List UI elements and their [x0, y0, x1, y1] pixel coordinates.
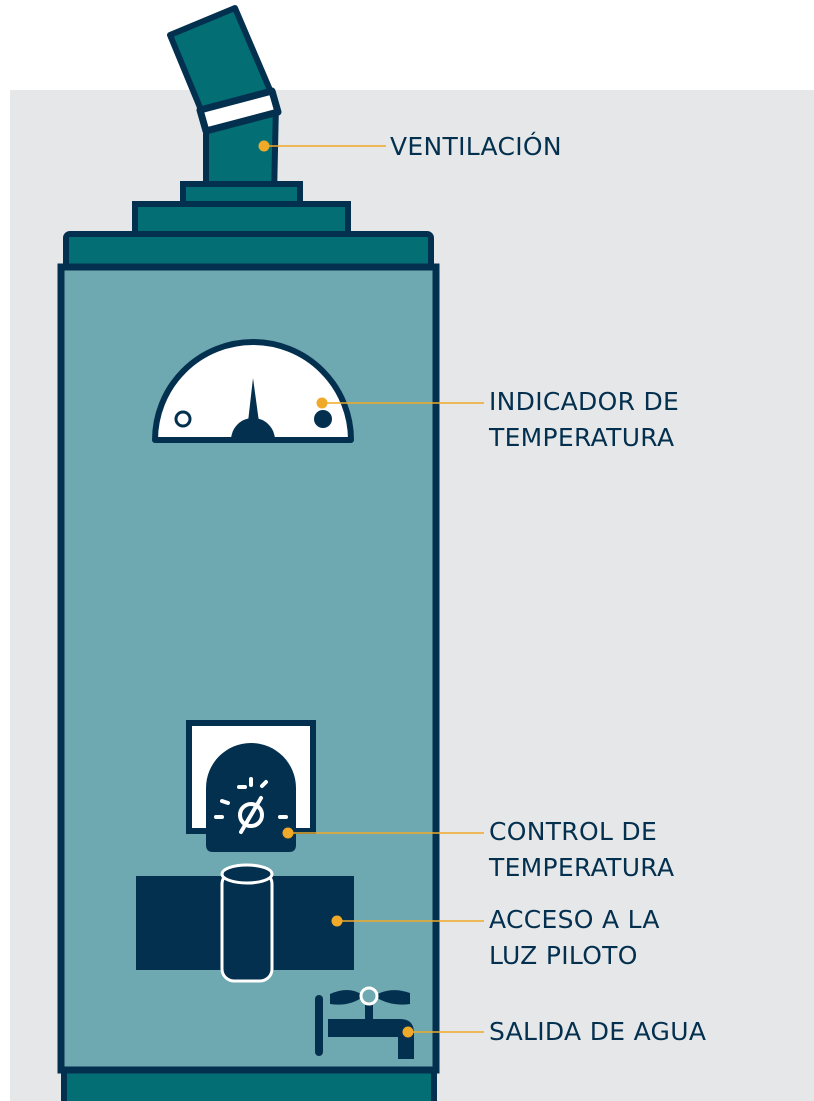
label-temperature-gauge-line2: TEMPERATURA: [488, 423, 674, 452]
water-outlet-tap: [315, 986, 414, 1059]
label-pilot-light-line1: ACCESO A LA: [489, 905, 660, 934]
callout-vent: VENTILACIÓN: [258, 131, 562, 161]
pilot-light-access: [136, 863, 354, 983]
vent-pipe: [167, 5, 282, 199]
callout-water-outlet: SALIDA DE AGUA: [402, 1017, 706, 1046]
label-temperature-gauge-line1: INDICADOR DE: [489, 387, 679, 416]
label-water-outlet: SALIDA DE AGUA: [489, 1017, 706, 1046]
label-vent: VENTILACIÓN: [390, 131, 562, 161]
callout-pilot-light: ACCESO A LA LUZ PILOTO: [331, 905, 660, 970]
temperature-gauge: [152, 339, 354, 443]
label-pilot-light-line2: LUZ PILOTO: [489, 941, 638, 970]
callout-temperature-gauge: INDICADOR DE TEMPERATURA: [316, 387, 679, 452]
temperature-control: [186, 720, 316, 852]
label-temperature-control-line2: TEMPERATURA: [488, 853, 674, 882]
callout-temperature-control: CONTROL DE TEMPERATURA: [282, 817, 674, 882]
label-temperature-control-line1: CONTROL DE: [489, 817, 657, 846]
